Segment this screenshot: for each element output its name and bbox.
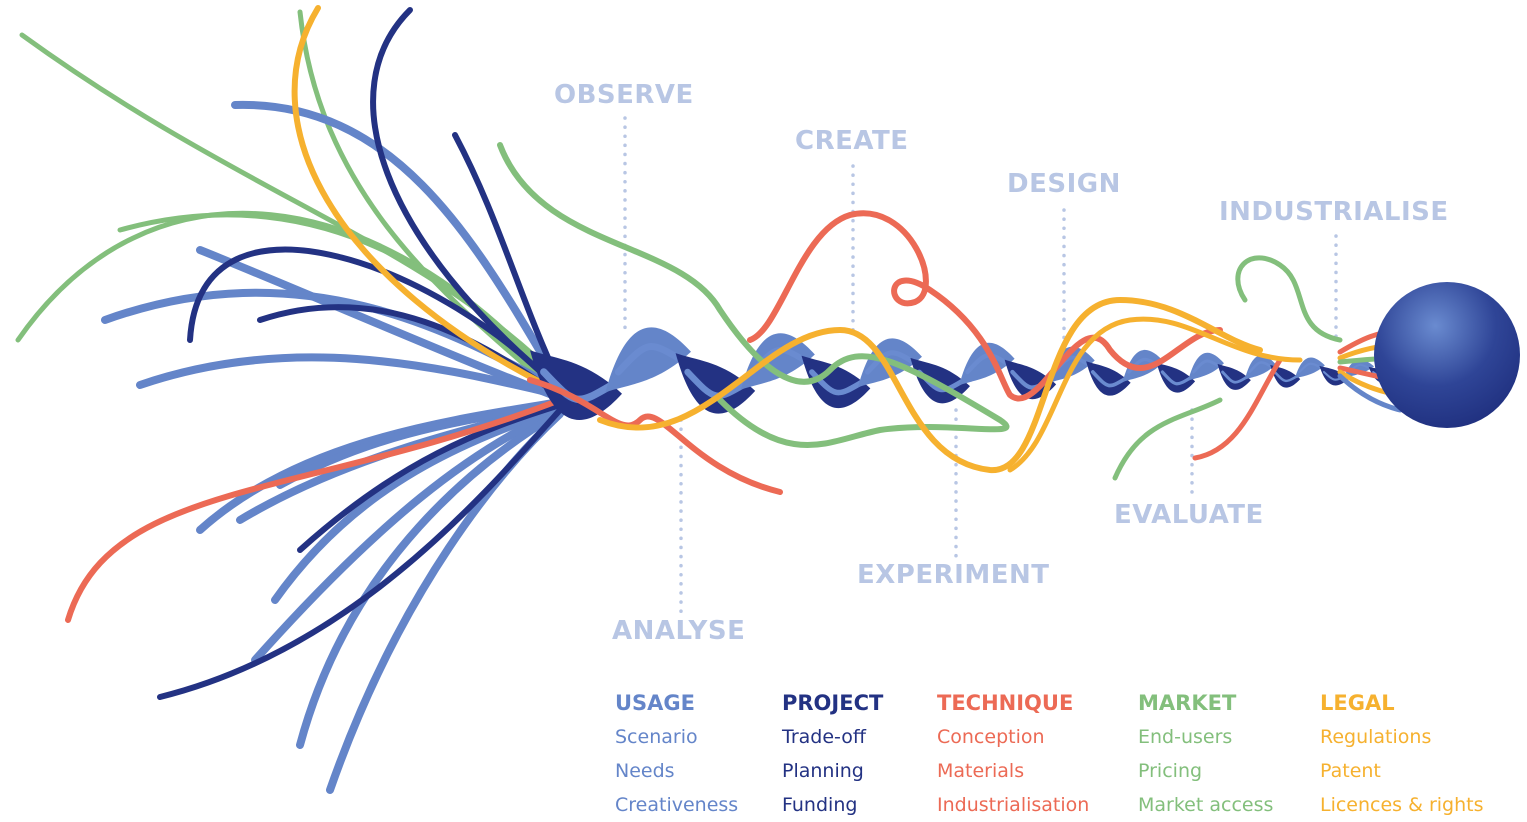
rope-highlight bbox=[1248, 361, 1275, 374]
stage-experiment: EXPERIMENT bbox=[857, 560, 1050, 590]
category-item: Creativeness bbox=[615, 794, 739, 816]
category-market: MARKET End-users Pricing Market access bbox=[1138, 686, 1273, 822]
stage-evaluate: EVALUATE bbox=[1114, 500, 1264, 530]
legal-lower-strand bbox=[1007, 316, 1303, 473]
sphere-end bbox=[1337, 282, 1520, 428]
rope-highlight bbox=[1298, 362, 1323, 374]
rope-highlight bbox=[614, 343, 686, 376]
stage-observe: OBSERVE bbox=[554, 80, 694, 110]
rope-twist bbox=[1244, 355, 1276, 380]
category-item: Materials bbox=[937, 760, 1025, 782]
category-title: USAGE bbox=[615, 691, 696, 715]
market-strand bbox=[497, 142, 1010, 448]
category-item: Patent bbox=[1320, 760, 1381, 782]
market-loop-strand bbox=[1235, 255, 1343, 343]
category-title: PROJECT bbox=[782, 691, 884, 715]
rope-highlight bbox=[1192, 359, 1222, 374]
category-legal: LEGAL Regulations Patent Licences & righ… bbox=[1320, 686, 1484, 822]
rope-highlight bbox=[1160, 370, 1193, 386]
rope-twist bbox=[1086, 361, 1131, 396]
twisted-rope bbox=[530, 327, 1399, 420]
category-technique: TECHNIQUE Conception Materials Industria… bbox=[937, 686, 1089, 822]
weaving-strands bbox=[497, 142, 1343, 495]
technique-loop-strand bbox=[747, 210, 1223, 402]
category-item: Needs bbox=[615, 760, 675, 782]
category-item: Market access bbox=[1138, 794, 1274, 816]
stage-industrialise: INDUSTRIALISE bbox=[1219, 197, 1449, 227]
market-end-strand bbox=[1112, 397, 1223, 481]
rope-twist bbox=[1188, 352, 1224, 381]
category-item: Industrialisation bbox=[937, 794, 1090, 816]
rope-twist bbox=[1294, 357, 1325, 379]
category-title: TECHNIQUE bbox=[937, 691, 1074, 715]
category-item: Conception bbox=[937, 726, 1045, 748]
category-item: Planning bbox=[782, 760, 864, 782]
category-title: MARKET bbox=[1138, 691, 1237, 715]
rope-highlight bbox=[1090, 370, 1129, 388]
rope-twist bbox=[675, 353, 756, 414]
category-project: PROJECT Trade-off Planning Funding bbox=[782, 686, 883, 822]
rope-twist bbox=[1217, 363, 1251, 390]
stage-connectors bbox=[623, 116, 1338, 614]
category-item: Scenario bbox=[615, 726, 698, 748]
category-item: Funding bbox=[782, 794, 858, 816]
strand-fan bbox=[15, 5, 564, 794]
rope-twist bbox=[1004, 359, 1057, 400]
category-usage: USAGE Scenario Needs Creativeness bbox=[615, 686, 738, 822]
rope-highlight bbox=[864, 350, 919, 375]
rope-twist bbox=[605, 327, 691, 393]
rope-twist bbox=[959, 342, 1015, 386]
rope-twist bbox=[530, 350, 622, 420]
rope-twist bbox=[801, 355, 871, 409]
category-item: Pricing bbox=[1138, 760, 1203, 782]
rope-twist bbox=[740, 333, 815, 390]
stage-analyse: ANALYSE bbox=[612, 616, 746, 646]
technique-strand bbox=[527, 377, 783, 495]
category-item: Trade-off bbox=[782, 726, 866, 748]
rope-twist bbox=[1344, 359, 1375, 378]
sphere bbox=[1374, 282, 1520, 428]
category-item: Licences & rights bbox=[1320, 794, 1484, 816]
category-item: Regulations bbox=[1320, 726, 1432, 748]
legal-strand bbox=[597, 296, 1263, 474]
rope-twist bbox=[1156, 362, 1196, 393]
technique-tail-strand bbox=[1192, 357, 1283, 461]
stage-design: DESIGN bbox=[1007, 169, 1121, 199]
rope-highlight bbox=[1221, 370, 1249, 384]
stage-create: CREATE bbox=[795, 126, 909, 156]
category-title: LEGAL bbox=[1320, 691, 1395, 715]
rope-twist bbox=[1270, 364, 1301, 388]
rope-highlight bbox=[1273, 370, 1299, 383]
category-item: End-users bbox=[1138, 726, 1233, 748]
